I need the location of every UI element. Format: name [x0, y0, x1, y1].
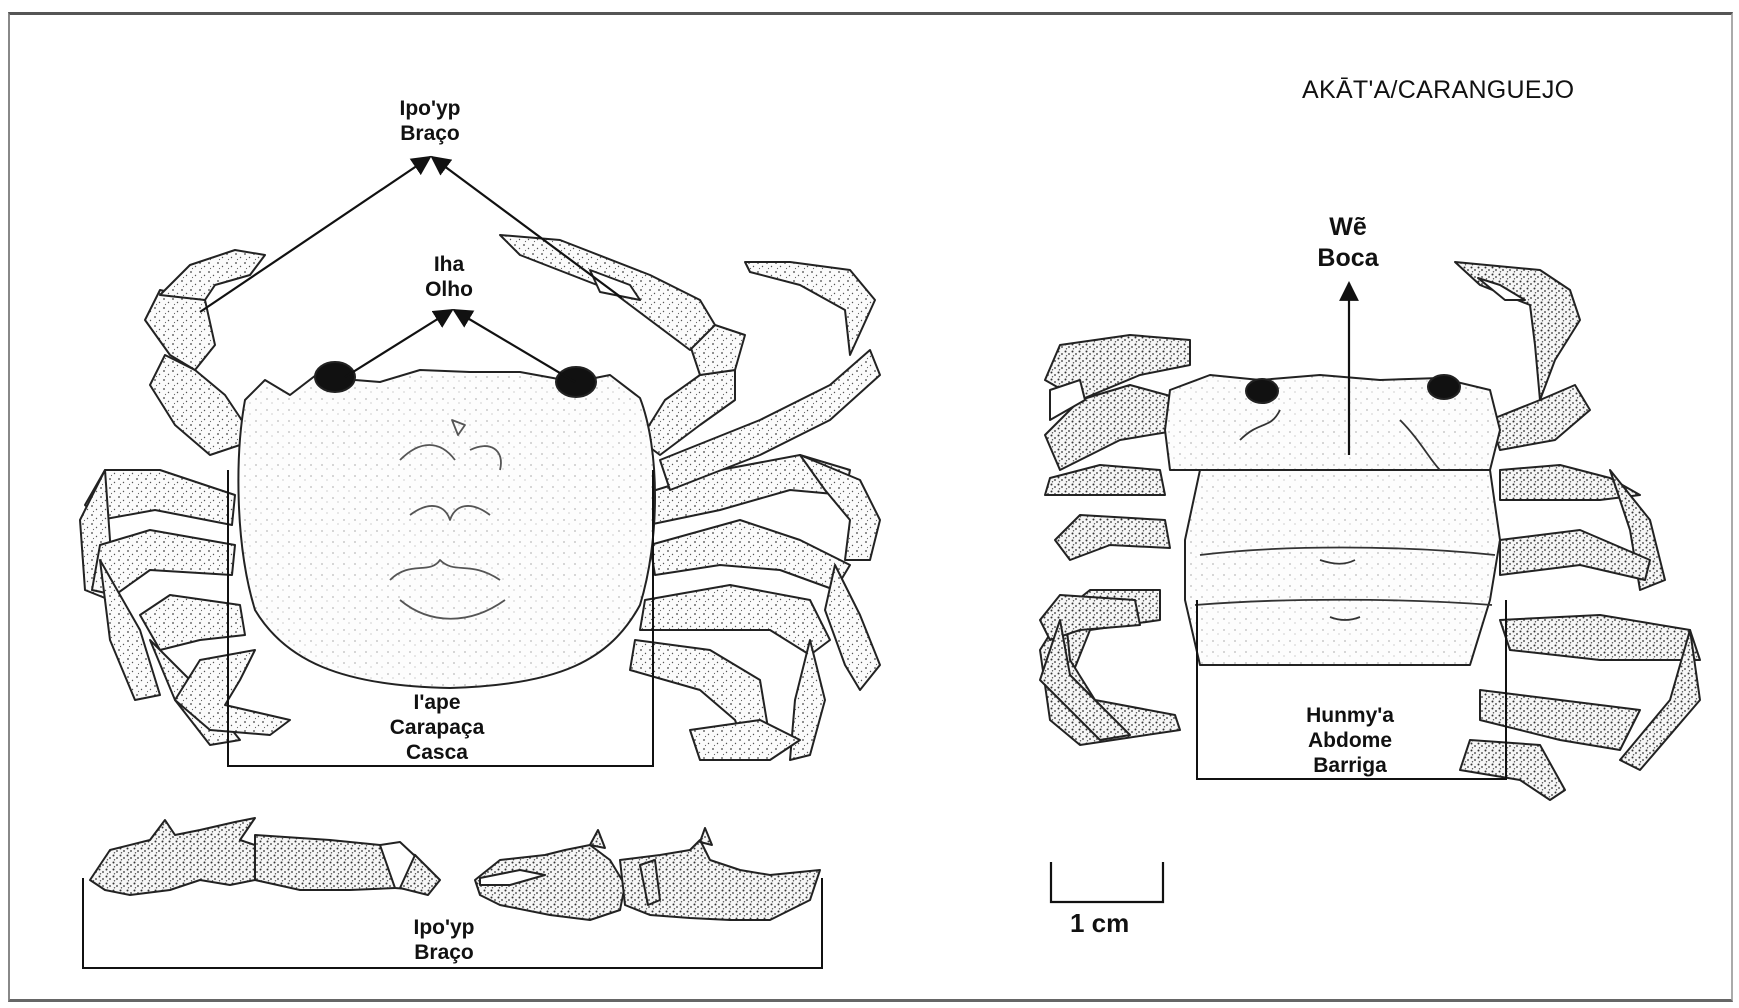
label-arm-bottom-portuguese: Braço: [414, 940, 475, 965]
label-abdomen-portuguese: Abdome: [1306, 728, 1394, 753]
scale-bar-label: 1 cm: [1070, 908, 1129, 939]
label-carapace-common: Casca: [390, 740, 485, 765]
ventral-right-eye: [1428, 375, 1460, 399]
label-abdomen-common: Barriga: [1306, 753, 1394, 778]
label-carapace: I'ape Carapaça Casca: [390, 690, 485, 765]
label-abdomen-native: Hunmy'a: [1306, 703, 1394, 728]
label-arm-top-portuguese: Braço: [400, 121, 461, 146]
dorsal-right-eye: [556, 367, 596, 397]
label-eye: Iha Olho: [425, 252, 473, 302]
label-mouth-native: Wẽ: [1317, 212, 1378, 243]
label-mouth-portuguese: Boca: [1317, 243, 1378, 274]
dorsal-crab: [80, 235, 880, 760]
label-arm-bottom-native: Ipo'yp: [414, 915, 475, 940]
dorsal-carapace: [238, 370, 655, 688]
label-mouth: Wẽ Boca: [1317, 212, 1378, 274]
dorsal-right-legs: [630, 455, 880, 760]
label-abdomen: Hunmy'a Abdome Barriga: [1306, 703, 1394, 778]
label-eye-native: Iha: [425, 252, 473, 277]
label-arm-top-native: Ipo'yp: [400, 96, 461, 121]
isolated-chelipeds: [90, 818, 820, 920]
ventral-left-eye: [1246, 379, 1278, 403]
plate-title: AKĀT'A/CARANGUEJO: [1302, 76, 1574, 105]
dorsal-left-eye: [315, 362, 355, 392]
scale-bar: [1051, 862, 1163, 902]
label-arm-bottom: Ipo'yp Braço: [414, 915, 475, 965]
label-carapace-portuguese: Carapaça: [390, 715, 485, 740]
label-eye-portuguese: Olho: [425, 277, 473, 302]
ventral-left-legs: [1040, 465, 1180, 745]
label-carapace-native: I'ape: [390, 690, 485, 715]
ventral-abdomen: [1185, 470, 1500, 665]
label-arm-top: Ipo'yp Braço: [400, 96, 461, 146]
